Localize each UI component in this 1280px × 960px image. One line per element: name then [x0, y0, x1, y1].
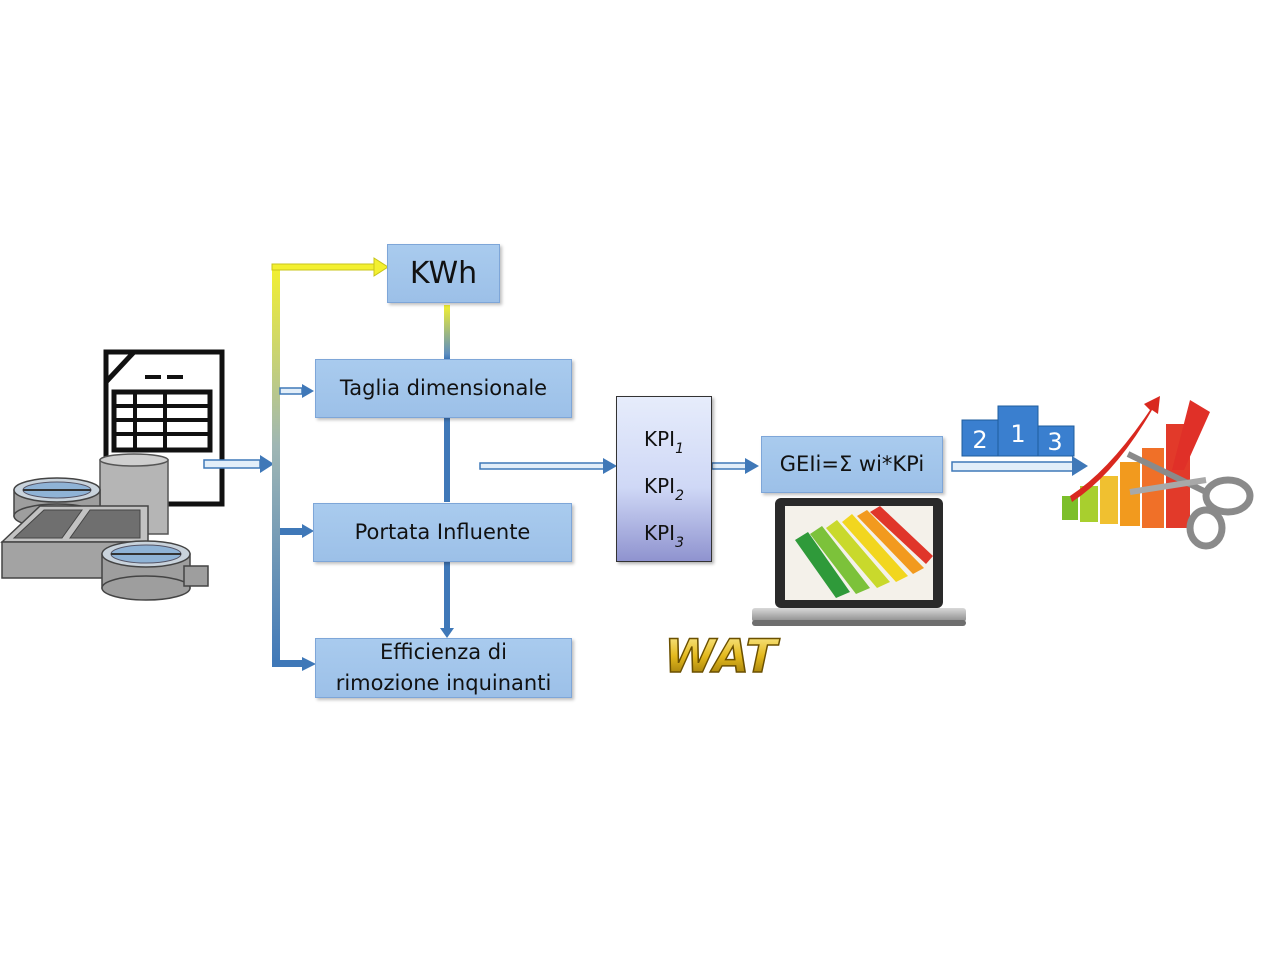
- laptop-icon: WAT: [658, 498, 966, 684]
- taglia-label: Taglia dimensionale: [339, 376, 548, 400]
- podium-third: 3: [1047, 428, 1062, 456]
- connectors: [203, 257, 1088, 671]
- portata-label: Portata Influente: [354, 520, 531, 544]
- arrow-to-taglia: [279, 387, 303, 395]
- wat-logo: WAT: [659, 629, 783, 682]
- arrow-to-kpi: [479, 462, 605, 470]
- kwh-box: KWh: [387, 244, 500, 303]
- vertical-bus: [272, 265, 280, 667]
- kpi-2: KPI2: [644, 474, 684, 504]
- efficienza-label-line2: rimozione inquinanti: [335, 671, 552, 695]
- geli-box: GEIi=Σ wi*KPi: [761, 436, 943, 493]
- efficienza-box: Efficienza di rimozione inquinanti: [315, 638, 572, 698]
- arrow-to-ranking: [951, 461, 1075, 472]
- input-arrow: [203, 459, 261, 469]
- taglia-box: Taglia dimensionale: [315, 359, 572, 418]
- arrow-to-geli: [711, 462, 747, 470]
- podium-icon: 2 1 3: [961, 405, 1075, 457]
- portata-box: Portata Influente: [313, 503, 572, 562]
- arrow-to-portata: [280, 528, 302, 535]
- arrow-to-efficienza: [272, 660, 304, 667]
- podium-first: 1: [1010, 420, 1025, 448]
- podium-second: 2: [972, 426, 987, 454]
- kpi-1: KPI1: [644, 427, 684, 457]
- kpi-3: KPI3: [644, 521, 684, 551]
- geli-label: GEIi=Σ wi*KPi: [779, 452, 925, 476]
- kwh-label: KWh: [409, 256, 478, 291]
- wastewater-plant-icon: [0, 349, 225, 601]
- efficienza-label-line1: Efficienza di: [380, 640, 507, 664]
- arrow-to-kwh: [271, 263, 377, 271]
- kwh-vertical-line: [444, 305, 450, 359]
- kpi-box: KPI1 KPI2 KPI3: [616, 396, 712, 562]
- growth-chart-scissors-icon: [1062, 396, 1254, 550]
